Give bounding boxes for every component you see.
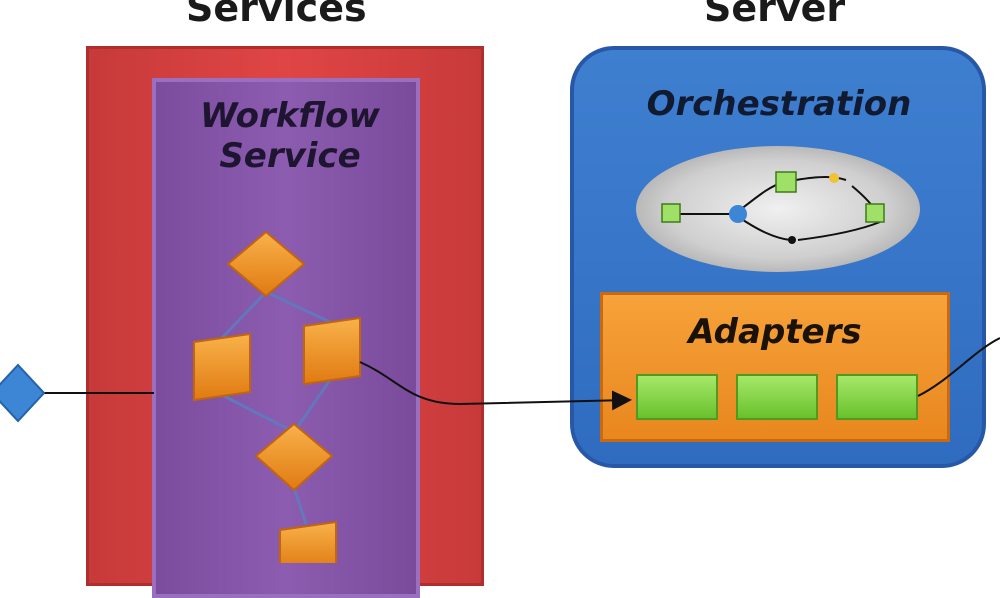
workflow-step-bottom (279, 520, 337, 563)
services-column-title: Services (186, 0, 367, 30)
adapter-block-2 (736, 374, 818, 420)
diagram-overlay (0, 171, 1000, 563)
orchestration-mini-graph (661, 171, 885, 244)
adapter-block-1 (636, 374, 718, 420)
workflow-diamond-bottom (254, 422, 334, 492)
orchestration-title: Orchestration (646, 84, 912, 124)
workflow-title-line1: Workflow (200, 96, 380, 136)
outgoing-connector (917, 337, 1000, 397)
incoming-diamond-icon (0, 363, 46, 423)
workflow-diamond-top (226, 230, 306, 298)
workflow-service-title: Workflow Service (160, 96, 420, 176)
workflow-step-left (193, 332, 251, 402)
adapter-block-3 (836, 374, 918, 420)
adapters-title: Adapters (688, 312, 862, 352)
server-column-title: Server (704, 0, 846, 30)
workflow-flow-lines (218, 290, 332, 525)
workflow-service-box (152, 78, 420, 598)
workflow-title-line2: Service (219, 136, 361, 176)
workflow-step-right (303, 316, 361, 386)
workflow-to-adapter-connector (359, 361, 632, 411)
